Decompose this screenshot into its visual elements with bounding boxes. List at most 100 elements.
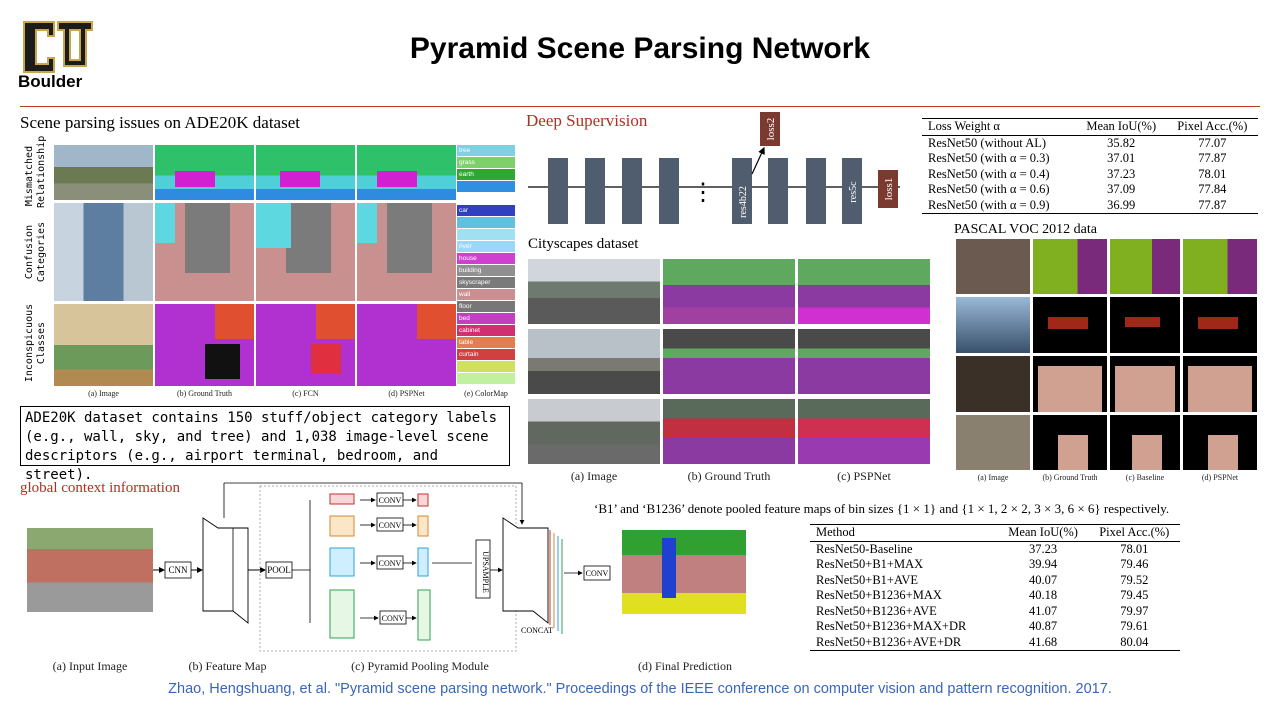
- colormap-entry: [457, 361, 515, 372]
- colormap-entry: wall: [457, 289, 515, 300]
- col-header: Mean IoU(%): [997, 524, 1089, 542]
- title-rule: [20, 106, 1260, 107]
- cell: 37.09: [1107, 182, 1136, 196]
- city-gt-3: [663, 399, 795, 464]
- res4b22-label: res4b22: [738, 186, 749, 218]
- voc-psp-2: [1183, 297, 1257, 353]
- ade-caption-gt: (b) Ground Truth: [176, 389, 233, 398]
- cell: 41.68: [1029, 634, 1058, 649]
- voc-image-4: [956, 415, 1030, 470]
- cnn-label: CNN: [168, 565, 188, 575]
- cell: ResNet50+B1236+AVE: [816, 603, 937, 618]
- cell: 39.94: [1029, 557, 1058, 571]
- voc-caption-image: (a) Image: [977, 473, 1009, 482]
- city-caption-gt: (b) Ground Truth: [687, 469, 771, 483]
- voc-image-1: [956, 239, 1030, 294]
- feature-map-block: [202, 517, 249, 624]
- city-psp-1: [798, 259, 930, 324]
- colormap-entry: skyscraper: [457, 277, 515, 288]
- reduced-map-1: [417, 493, 429, 507]
- cell: 79.97: [1120, 603, 1149, 618]
- citation: Zhao, Hengshuang, et al. "Pyramid scene …: [168, 681, 1112, 697]
- conv-label: CONV: [379, 521, 402, 530]
- layer-block: [768, 158, 788, 224]
- cell: 40.87: [1029, 619, 1058, 633]
- logo-text: Boulder: [18, 72, 83, 91]
- city-image-3: [528, 399, 660, 464]
- pooled-map-2x2: [329, 515, 355, 537]
- conv-box: [376, 555, 404, 570]
- ade-image-r3: [54, 304, 153, 386]
- city-psp-2: [798, 329, 930, 394]
- voc-gt-1: [1033, 239, 1107, 294]
- colormap-entry: tree: [457, 145, 515, 156]
- voc-gt-4: [1033, 415, 1107, 470]
- conv-box: [379, 610, 407, 625]
- layer-block: [806, 158, 826, 224]
- aux-arrow: [751, 146, 765, 175]
- ade-psp-r2: [357, 203, 456, 301]
- conv-box: [376, 517, 404, 532]
- colormap-entry: cabinet: [457, 325, 515, 336]
- psp-architecture-diagram: CNN POOL CONV CONV CONV CONV UPSAMPLE CO…: [153, 482, 611, 652]
- slide-title: Pyramid Scene Parsing Network: [409, 32, 871, 65]
- voc-base-3: [1110, 356, 1180, 412]
- col-header: Method: [810, 524, 998, 542]
- ade-caption-image: (a) Image: [88, 389, 119, 398]
- colormap-entry: curtain: [457, 349, 515, 360]
- ade-psp-r1: [357, 145, 456, 200]
- cell: ResNet50 (with α = 0.3): [928, 151, 1050, 165]
- cell: ResNet50+B1236+AVE+DR: [816, 634, 962, 649]
- voc-gt-2: [1033, 297, 1107, 353]
- city-gt-2: [663, 329, 795, 394]
- voc-base-2: [1110, 297, 1180, 353]
- colormap-entry: floor: [457, 301, 515, 312]
- voc-base-1: [1110, 239, 1180, 294]
- col-header: Pixel Acc.(%): [1088, 524, 1180, 542]
- cell: ResNet50-Baseline: [816, 541, 913, 556]
- cell: 79.45: [1120, 588, 1149, 602]
- ade-caption-colormap: (e) ColorMap: [464, 389, 508, 398]
- pooling-note: ‘B1’ and ‘B1236’ denote pooled feature m…: [594, 501, 1170, 516]
- voc-caption-psp: (d) PSPNet: [1201, 473, 1239, 482]
- voc-psp-4: [1183, 415, 1257, 470]
- colormap-entry: bed: [457, 313, 515, 324]
- layer-block: [622, 158, 642, 224]
- reduced-map-3: [417, 547, 429, 577]
- cell: 77.87: [1198, 197, 1227, 212]
- colormap-entry: river: [457, 241, 515, 252]
- colormap-entry: [457, 229, 515, 240]
- final-prediction: [622, 530, 746, 614]
- reduced-map-4: [417, 589, 431, 641]
- ade-image-r1: [54, 145, 153, 200]
- ade-fcn-r2: [256, 203, 355, 301]
- row-label-mismatched: Mismatched Relationship: [24, 135, 47, 208]
- res5c-block: [842, 158, 862, 224]
- input-image: [27, 528, 153, 612]
- conv-label: CONV: [379, 496, 402, 505]
- ade-caption-fcn: (c) FCN: [292, 389, 319, 398]
- ade-fcn-r3: [256, 304, 355, 386]
- cell: 78.01: [1198, 166, 1227, 181]
- city-gt-1: [663, 259, 795, 324]
- cell: ResNet50 (with α = 0.9): [928, 197, 1050, 212]
- voc-image-2: [956, 297, 1030, 353]
- ade-image-r2: [54, 203, 153, 301]
- concat-label: CONCAT: [521, 626, 553, 635]
- cell: 79.52: [1120, 572, 1149, 587]
- caption-ppm: (c) Pyramid Pooling Module: [351, 659, 489, 673]
- colormap-entry: grass: [457, 157, 515, 168]
- pooled-map-1x1: [329, 493, 355, 505]
- pascal-heading: PASCAL VOC 2012 data: [954, 222, 1098, 237]
- loss2-label: loss2: [765, 118, 777, 141]
